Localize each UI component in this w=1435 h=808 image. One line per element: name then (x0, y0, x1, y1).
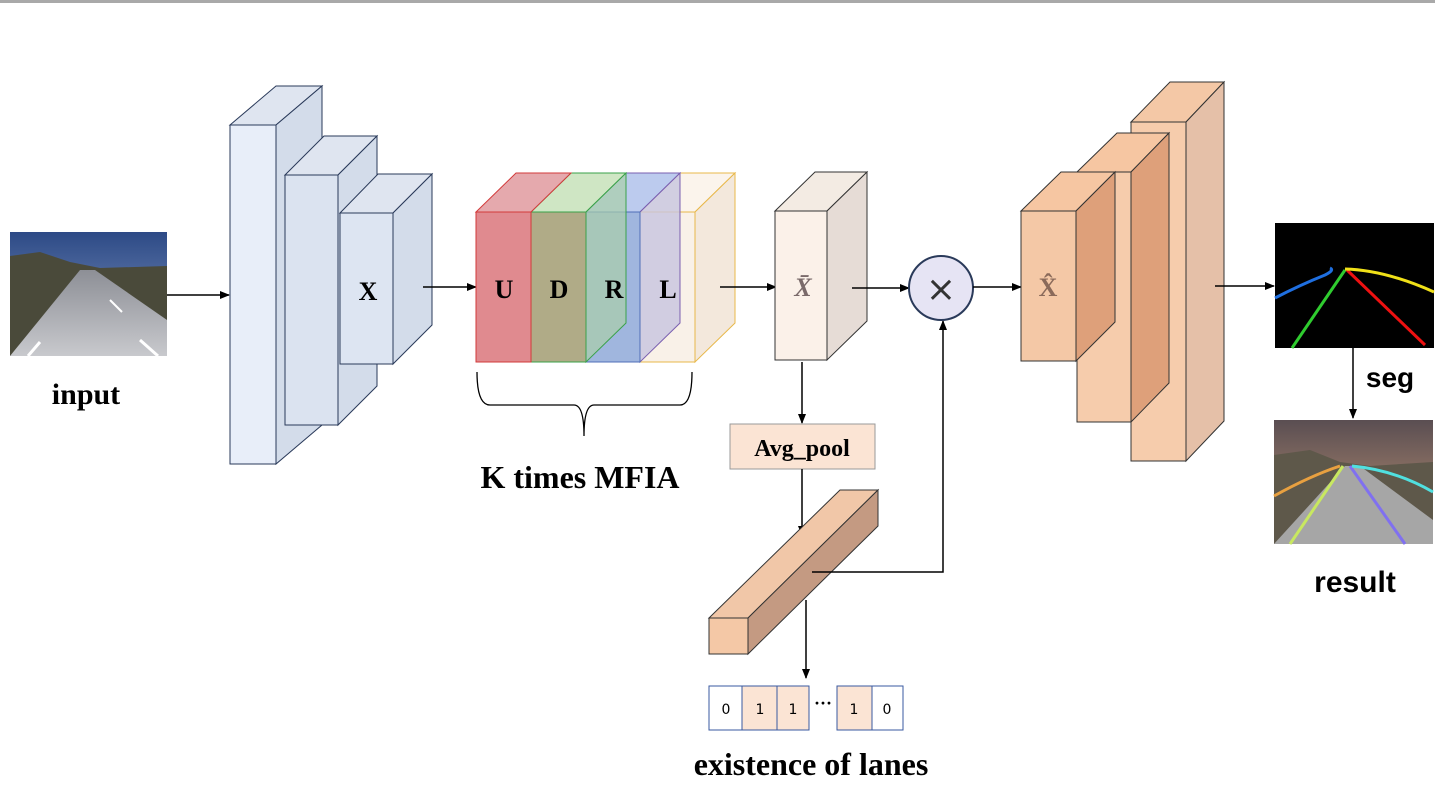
existence-label: existence of lanes (694, 746, 929, 782)
arrow-bar-multiply (812, 320, 947, 573)
xhat-label: X̂ (1039, 273, 1058, 302)
encoder-block-3 (338, 172, 434, 366)
mfia-brace (476, 371, 693, 437)
l-label: L (659, 275, 676, 304)
decoder-block-1 (1019, 170, 1117, 363)
existence-cell (741, 685, 778, 731)
x-label: X (359, 277, 378, 306)
mfia-block-d (529, 171, 628, 364)
existence-cell (708, 685, 743, 731)
existence-cell (776, 685, 810, 731)
existence-cell (836, 685, 873, 731)
multiply-node (908, 255, 974, 321)
result-image (1273, 420, 1434, 545)
existence-cells: 0 1 1 1 0 ··· (708, 685, 904, 731)
r-label: R (605, 275, 624, 304)
top-border (0, 0, 1435, 3)
existence-value: 1 (850, 702, 859, 718)
seg-label: seg (1366, 362, 1414, 393)
u-label: U (495, 275, 514, 304)
input-label: input (52, 378, 120, 411)
d-label: D (550, 275, 569, 304)
existence-value: 0 (722, 702, 731, 718)
avg-pool-label: Avg_pool (754, 436, 850, 462)
xbar-label: X̄ (793, 273, 812, 302)
existence-cell (871, 685, 904, 731)
input-image (10, 232, 167, 358)
result-label: result (1314, 566, 1396, 599)
k-times-label: K times MFIA (480, 459, 679, 495)
multiply-icon: × (926, 269, 956, 310)
existence-value: 0 (883, 702, 892, 718)
existence-value: 1 (756, 702, 765, 718)
existence-value: 1 (789, 702, 798, 718)
xbar-block (773, 170, 869, 362)
mfia-block-u (474, 172, 573, 363)
existence-ellipsis: ··· (814, 693, 832, 713)
seg-image (1274, 223, 1435, 349)
